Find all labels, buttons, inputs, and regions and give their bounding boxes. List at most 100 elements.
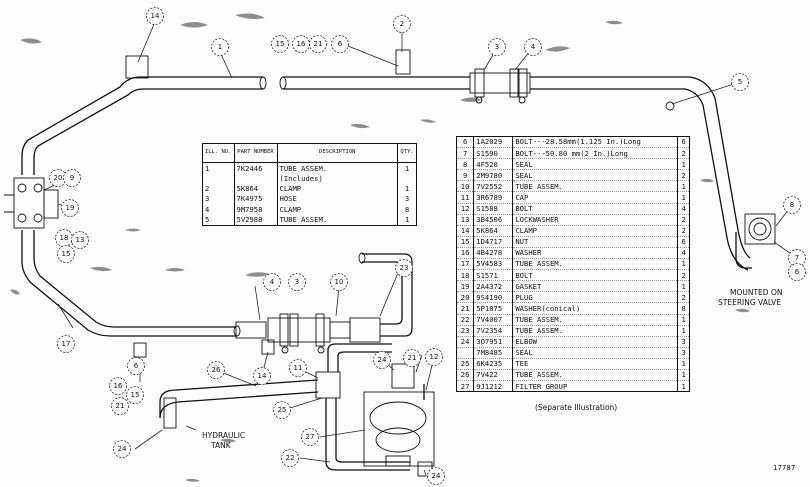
callout-circle <box>126 386 144 404</box>
callout-circle <box>301 428 319 446</box>
cell-desc: LOCKWASHER <box>512 214 679 226</box>
cell-desc: BOLT <box>512 269 679 282</box>
cell-desc: SEAL <box>512 347 679 359</box>
upper-tube-assembly <box>21 76 751 271</box>
callout-number: 15 <box>276 40 285 48</box>
callout-number: 13 <box>76 236 85 244</box>
cell-part: 5P1075 <box>473 302 514 315</box>
cell-no: 10 <box>456 180 475 193</box>
cell-qty: 1 <box>677 180 690 193</box>
callout-number: 21 <box>408 354 417 362</box>
callout-number: 26 <box>212 366 221 374</box>
callout-number: 15 <box>62 250 71 258</box>
cell-part: 5K864 <box>473 225 514 237</box>
callout-circle <box>783 196 801 214</box>
cell-desc: TUBE ASSEM. <box>512 258 679 271</box>
cell-no: 27 <box>456 380 475 393</box>
callout-number: 12 <box>430 353 439 361</box>
callout-26: 26 <box>207 361 225 379</box>
callout-number: 10 <box>335 278 344 286</box>
callout-number: 15 <box>131 391 140 399</box>
cell-part: 7V4007 <box>473 314 514 326</box>
cell-no: 24 <box>456 336 475 348</box>
cell-part: 3O7951 <box>473 336 514 348</box>
cell-part: 2M9780 <box>473 169 514 182</box>
cell-desc: BOLT <box>512 203 679 215</box>
lower-hose-and-clamps <box>267 252 413 354</box>
cell-qty: 1 <box>404 184 410 194</box>
cell-part: 1A2029 <box>473 136 514 149</box>
callout-number: 18 <box>60 234 69 242</box>
callout-number: 5 <box>738 78 742 86</box>
cell-no: 8 <box>456 158 475 171</box>
cell-desc: GASKET <box>512 280 679 293</box>
cell-qty: 2 <box>677 269 690 282</box>
callout-21: 21 <box>111 397 129 415</box>
callout-4: 4 <box>263 273 281 291</box>
callout-2: 2 <box>393 15 411 33</box>
callout-21: 21 <box>309 35 327 53</box>
cell-qty: 1 <box>677 358 690 370</box>
cell-qty: 1 <box>677 191 690 204</box>
callout-circle <box>330 273 348 291</box>
callout-circle <box>788 263 806 281</box>
cell-no: 9 <box>456 169 475 182</box>
callout-number: 24 <box>118 445 127 453</box>
cell-part: 5K864 <box>234 183 278 194</box>
cell-qty: 2 <box>677 291 690 304</box>
cell-desc: WASHER <box>512 247 679 260</box>
cell-part: 7V2354 <box>473 325 514 337</box>
callout-number: 4 <box>270 278 275 286</box>
callout-number: 6 <box>134 362 139 370</box>
cell-desc: CLAMP <box>277 183 398 194</box>
callout-16: 16 <box>109 377 127 395</box>
callout-circle <box>524 38 542 56</box>
cell-qty: 1 <box>404 215 410 225</box>
cell-desc: TUBE ASSEM. <box>512 314 679 326</box>
callout-circle <box>393 15 411 33</box>
steering-valve-label-2: STEERING VALVE <box>718 298 782 307</box>
figure-number: 17787 <box>773 464 796 472</box>
cell-part: 7V2552 <box>473 180 514 193</box>
callout-15: 15 <box>271 35 289 53</box>
cell-no: 18 <box>456 269 475 282</box>
cell-qty: 4 <box>677 247 690 260</box>
lower-tube-assembly <box>21 230 267 339</box>
cell-desc: HOSE <box>277 193 398 205</box>
cell-part: 6K4235 <box>473 358 514 370</box>
callout-circle <box>211 38 229 56</box>
filter-group <box>159 343 435 477</box>
cell-no <box>202 173 235 184</box>
cell-part: 7V422 <box>473 369 514 382</box>
callout-circle <box>57 335 75 353</box>
cell-qty: 2 <box>677 169 690 182</box>
callout-19: 19 <box>61 199 79 217</box>
cell-desc: ELBOW <box>512 336 679 348</box>
col-ill-no: ILL. NO. <box>202 143 235 163</box>
cell-qty <box>398 173 417 183</box>
callout-circle <box>309 35 327 53</box>
callout-21: 21 <box>403 349 421 367</box>
cell-qty: 1 <box>677 380 690 393</box>
callout-number: 27 <box>306 433 315 441</box>
callout-number: 20 <box>54 174 63 182</box>
cell-desc: SEAL <box>512 158 679 171</box>
callout-number: 24 <box>378 356 387 364</box>
cell-part: 1D4717 <box>473 236 514 248</box>
callout-circle <box>289 359 307 377</box>
cell-part: 7M8485 <box>473 347 514 359</box>
